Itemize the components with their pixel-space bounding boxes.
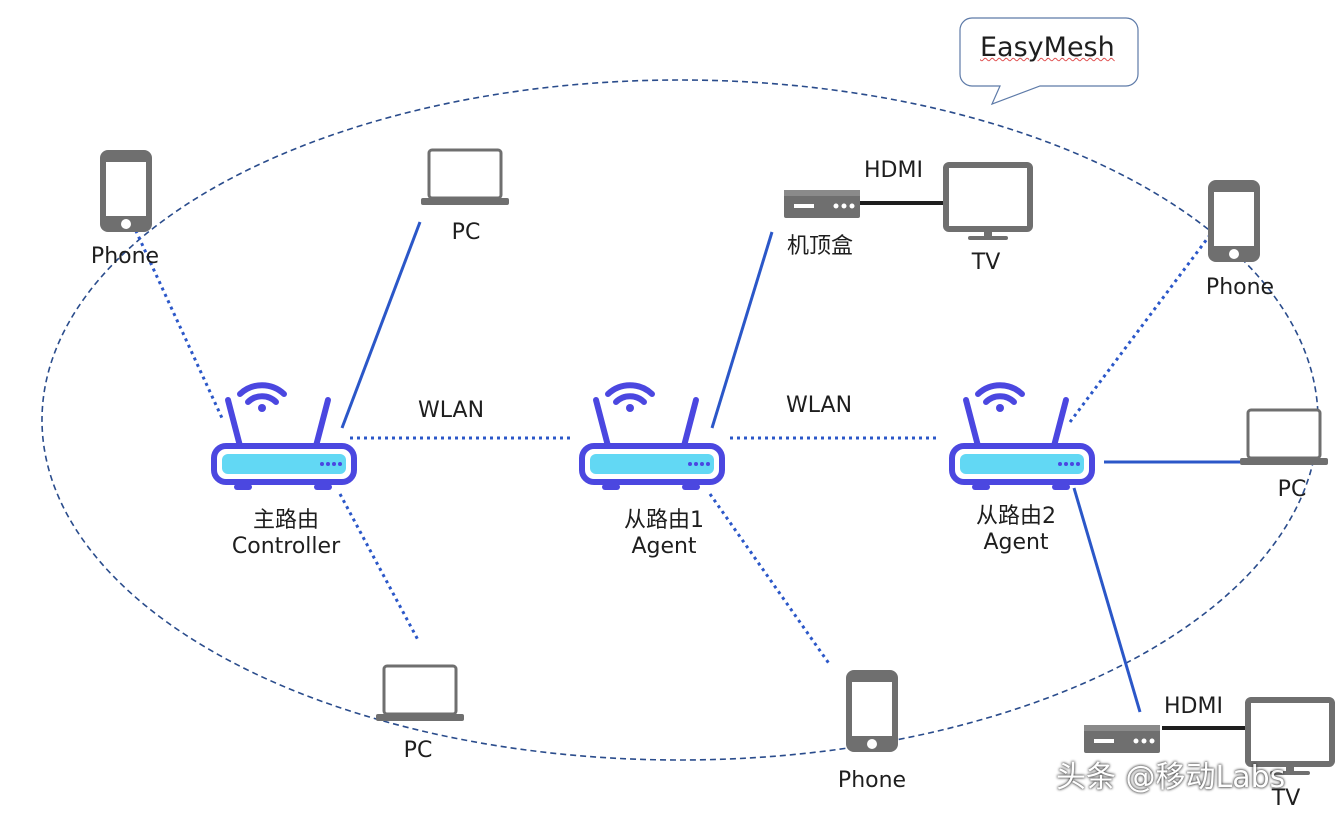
controller-router-icon (214, 385, 354, 490)
easymesh-callout (959, 17, 1139, 106)
phone-right-icon (1208, 180, 1260, 262)
agent2-label-en: Agent (983, 530, 1049, 555)
controller-label-cn: 主路由 (252, 508, 319, 533)
agent2-label: 从路由2 Agent (976, 504, 1056, 556)
phone-top-left-label: Phone (90, 244, 160, 269)
stb-top-label: 机顶盒 (786, 234, 854, 259)
controller-label: 主路由 Controller (232, 508, 340, 560)
agent1-label-cn: 从路由1 (624, 508, 704, 533)
pc-right-label: PC (1277, 477, 1307, 502)
hdmi-top-label: HDMI (864, 158, 923, 183)
wlan-left-label: WLAN (418, 398, 485, 423)
phone-bottom-icon (846, 670, 898, 752)
agent1-router-icon (582, 385, 722, 490)
agent2-label-cn: 从路由2 (976, 504, 1056, 529)
pc-top-laptop-icon (419, 148, 511, 207)
tv-bottom-label: TV (1271, 786, 1301, 811)
pc-right-laptop-icon (1238, 408, 1330, 467)
connection-lines (122, 201, 1246, 730)
wlan-right-label: WLAN (786, 393, 853, 418)
agent1-label: 从路由1 Agent (624, 508, 704, 560)
hdmi-bottom-label: HDMI (1164, 694, 1223, 719)
pc-bottom-left-label: PC (403, 738, 433, 763)
agent1-label-en: Agent (631, 534, 697, 559)
tv-top-icon (946, 165, 1030, 240)
set-top-box-top-icon (784, 190, 860, 218)
set-top-box-bottom-icon (1084, 725, 1160, 753)
watermark: 头条 @移动Labs (1056, 760, 1286, 795)
easymesh-callout-label: EasyMesh (980, 32, 1115, 63)
controller-label-en: Controller (231, 534, 341, 559)
agent2-router-icon (952, 385, 1092, 490)
phone-right-label: Phone (1205, 275, 1275, 300)
pc-bottom-left-laptop-icon (374, 664, 466, 723)
tv-top-label: TV (971, 250, 1001, 275)
phone-top-left-icon (100, 150, 152, 232)
phone-bottom-label: Phone (837, 768, 907, 793)
pc-top-label: PC (451, 220, 481, 245)
